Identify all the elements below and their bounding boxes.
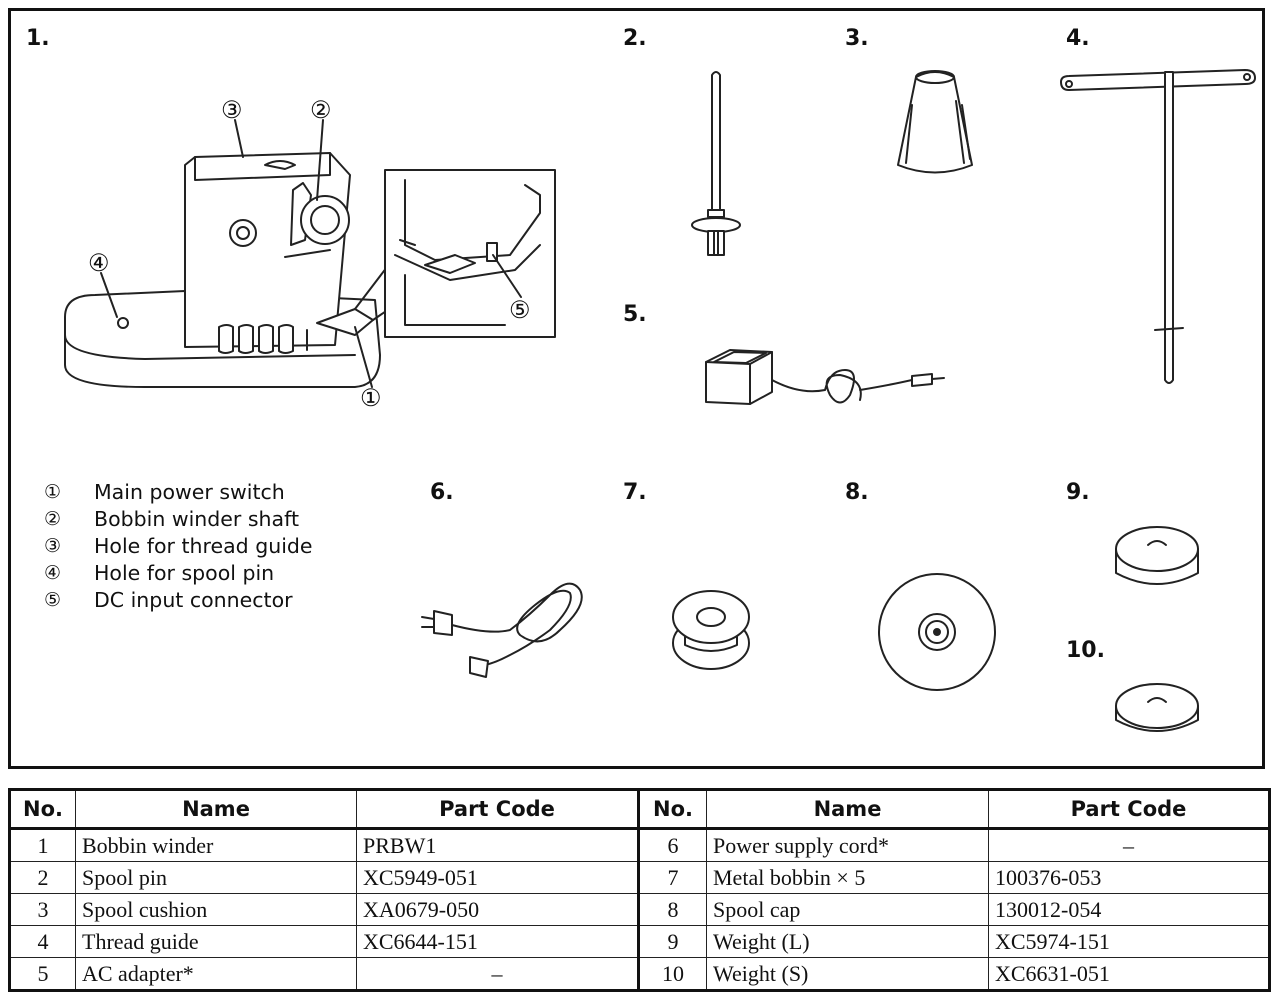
item-number-3: 3.	[845, 26, 869, 51]
col-header-part-code: Part Code	[988, 789, 1270, 830]
callout-3: ③	[221, 98, 243, 124]
col-header-part-code: Part Code	[356, 789, 639, 830]
spool-pin-illustration	[691, 71, 741, 256]
item-number-1: 1.	[26, 26, 50, 51]
item-number-2: 2.	[623, 26, 647, 51]
callout-5: ⑤	[509, 298, 531, 324]
callout-lines	[100, 119, 522, 388]
metal-bobbin-illustration	[672, 590, 750, 670]
item-number-4: 4.	[1066, 26, 1090, 51]
spool-cap-illustration	[878, 573, 996, 691]
parts-illustration-panel	[8, 8, 1265, 769]
table-header-row: No. Name Part Code No. Name Part Code	[9, 789, 1270, 830]
col-header-no: No.	[637, 789, 707, 830]
item-number-8: 8.	[845, 480, 869, 505]
thread-guide-illustration	[1060, 69, 1256, 384]
item-number-5: 5.	[623, 302, 647, 327]
callout-4: ④	[88, 251, 110, 277]
weight-small-illustration	[1115, 683, 1199, 732]
bobbin-winder-illustration	[64, 152, 556, 388]
item-number-6: 6.	[430, 480, 454, 505]
col-header-name: Name	[706, 789, 989, 830]
col-header-name: Name	[75, 789, 357, 830]
item-number-10: 10.	[1066, 638, 1105, 663]
callout-2: ②	[310, 98, 332, 124]
item-number-7: 7.	[623, 480, 647, 505]
col-header-no: No.	[9, 789, 76, 830]
item-number-9: 9.	[1066, 480, 1090, 505]
power-cord-illustration	[421, 582, 583, 678]
callout-1: ①	[360, 386, 382, 412]
spool-cushion-illustration	[897, 70, 973, 174]
weight-large-illustration	[1115, 526, 1199, 585]
ac-adapter-illustration	[705, 349, 945, 405]
